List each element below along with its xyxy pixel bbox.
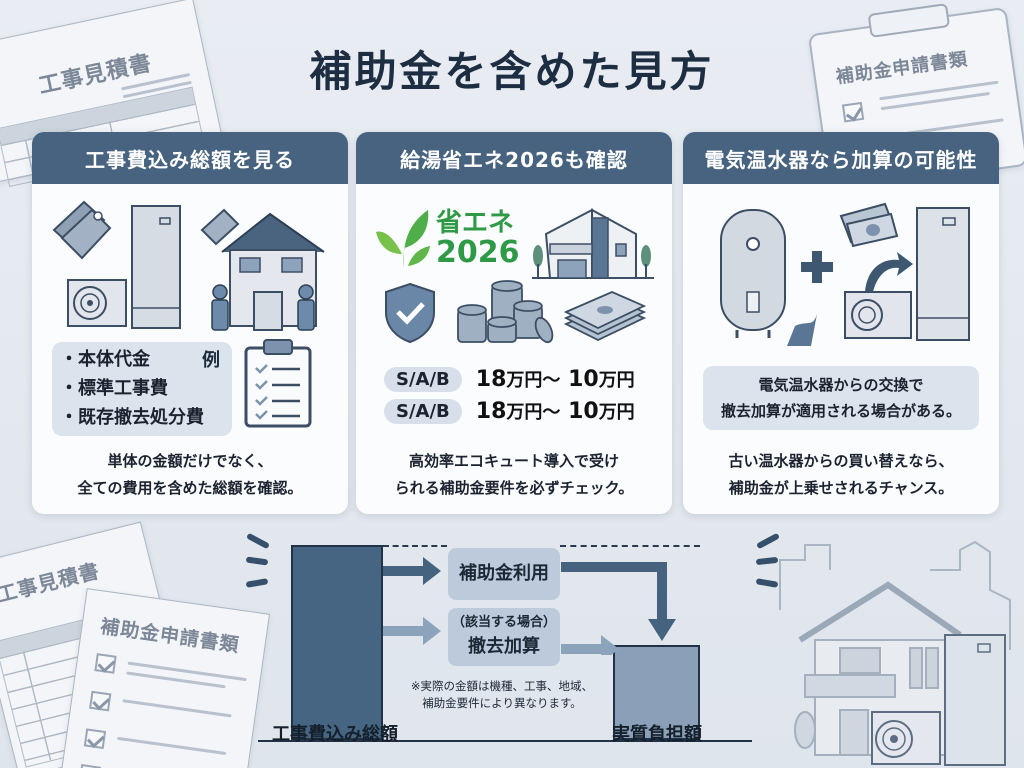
removal-bonus-note: 電気温水器からの交換で 撤去加算が適用される場合がある。 <box>703 366 979 430</box>
grade-badge: S/A/B <box>384 366 462 392</box>
caption-line: られる補助金要件を必ずチェック。 <box>394 479 634 497</box>
card-header: 給湯省エネ2026も確認 <box>356 132 672 184</box>
caption-line: 全ての費用を含めた総額を確認。 <box>77 479 303 497</box>
subsidy-use-label: 補助金利用 <box>459 563 549 584</box>
workers-icon <box>211 284 315 331</box>
net-cost-bar <box>613 645 700 740</box>
axis-baseline <box>258 740 752 742</box>
card-energy-saving-2026: 給湯省エネ2026も確認 省エネ 2026 <box>356 132 672 514</box>
card-header: 工事費込み総額を見る <box>32 132 348 184</box>
cost-items-box: 本体代金 標準工事費 既存撤去処分費 例 <box>52 342 232 436</box>
clipboard-clip-icon <box>867 3 951 38</box>
page-title: 補助金を含めた見方 <box>309 47 715 96</box>
disclaimer-note: ※実際の金額は機種、工事、地域、 補助金要件により異なります。 <box>386 678 618 712</box>
water-heater-tank-icon <box>916 207 970 341</box>
note-line: 補助金要件により異なります。 <box>422 696 582 710</box>
heat-pump-unit-icon <box>67 279 127 327</box>
checkbox-icon <box>841 101 865 123</box>
price-tag-icon <box>52 200 240 260</box>
house-with-heat-pump-illustration <box>779 540 1011 766</box>
arrow-right-icon <box>383 617 441 645</box>
checkbox-icon <box>83 728 107 749</box>
equipment-and-workers-illustration <box>52 200 325 331</box>
plus-icon <box>801 251 833 283</box>
note-line: 撤去加算が適用される場合がある。 <box>720 402 961 420</box>
flow-arrows <box>383 557 676 655</box>
subsidy-use-box: 補助金利用 <box>448 548 560 600</box>
note-line: ※実際の金額は機種、工事、地域、 <box>410 679 594 693</box>
subsidy-range: 18万円〜 10万円 <box>475 367 635 392</box>
leaf-icon <box>376 210 430 268</box>
eco-logo-line1: 省エネ <box>436 208 515 238</box>
total-cost-bar <box>291 545 383 740</box>
checkbox-icon <box>94 653 117 674</box>
total-cost-label: 工事費込み総額 <box>272 724 398 745</box>
coin-stack-icon <box>457 280 554 344</box>
note-line: 電気温水器からの交換で <box>758 376 924 394</box>
water-heater-tank-icon <box>131 205 181 329</box>
caption-line: 古い温水器からの買い替えなら、 <box>728 452 954 470</box>
emphasis-mark <box>245 578 269 588</box>
cost-item: 既存撤去処分費 <box>60 403 204 432</box>
removal-bonus-label: 撤去加算 <box>468 636 540 657</box>
caption-line: 単体の金額だけでなく、 <box>107 452 273 470</box>
emphasis-mark <box>245 556 269 566</box>
net-cost-label: 実質負担額 <box>612 724 702 745</box>
grade-badge: S/A/B <box>384 398 462 424</box>
example-label: 例 <box>202 350 220 371</box>
banknote-icon <box>839 202 899 248</box>
arrow-right-icon <box>383 557 441 585</box>
removal-bonus-box: （該当する場合） 撤去加算 <box>448 608 560 666</box>
reference-dashed-line <box>560 545 700 547</box>
eco-logo-text: 省エネ 2026 <box>436 208 520 268</box>
reference-dashed-line <box>383 545 447 547</box>
emphasis-mark <box>245 532 271 550</box>
modern-house-icon <box>532 208 654 279</box>
cost-item: 本体代金 <box>60 345 204 374</box>
checkbox-icon <box>78 764 102 768</box>
application-document-bottom-left: 補助金申請書類 <box>58 588 271 768</box>
caption-line: 補助金が上乗せされるチャンス。 <box>728 479 954 497</box>
cost-item: 標準工事費 <box>60 374 204 403</box>
clipboard-checklist-icon <box>244 339 312 428</box>
curved-arrow-icon <box>865 252 913 292</box>
application-doc-title: 補助金申請書類 <box>99 615 241 657</box>
card-electric-heater-bonus: 電気温水器なら加算の可能性 電気温水器からの <box>683 132 999 514</box>
subsidy-range: 18万円〜 10万円 <box>475 399 635 424</box>
shield-check-icon <box>385 282 435 344</box>
arrow-down-icon <box>561 562 667 623</box>
subsidy-row: S/A/B 18万円〜 10万円 <box>384 366 635 392</box>
electric-water-heater-icon <box>720 209 786 338</box>
subsidy-row: S/A/B 18万円〜 10万円 <box>384 398 635 424</box>
banknote-stack-icon <box>563 291 647 342</box>
checkbox-icon <box>89 690 112 712</box>
card-total-cost: 工事費込み総額を見る <box>32 132 348 514</box>
card-caption: 単体の金額だけでなく、 全ての費用を含めた総額を確認。 <box>32 448 348 502</box>
card-caption: 古い温水器からの買い替えなら、 補助金が上乗せされるチャンス。 <box>683 448 999 502</box>
card-header: 電気温水器なら加算の可能性 <box>683 132 999 184</box>
eco-logo-year: 2026 <box>436 235 520 270</box>
replacement-illustration <box>720 202 970 346</box>
heat-pump-unit-icon <box>844 291 912 339</box>
caption-line: 高効率エコキュート導入で受け <box>408 452 619 470</box>
card-caption: 高効率エコキュート導入で受け られる補助金要件を必ずチェック。 <box>356 448 672 502</box>
removal-bonus-condition: （該当する場合） <box>451 615 556 630</box>
arrow-right-icon <box>561 635 619 655</box>
